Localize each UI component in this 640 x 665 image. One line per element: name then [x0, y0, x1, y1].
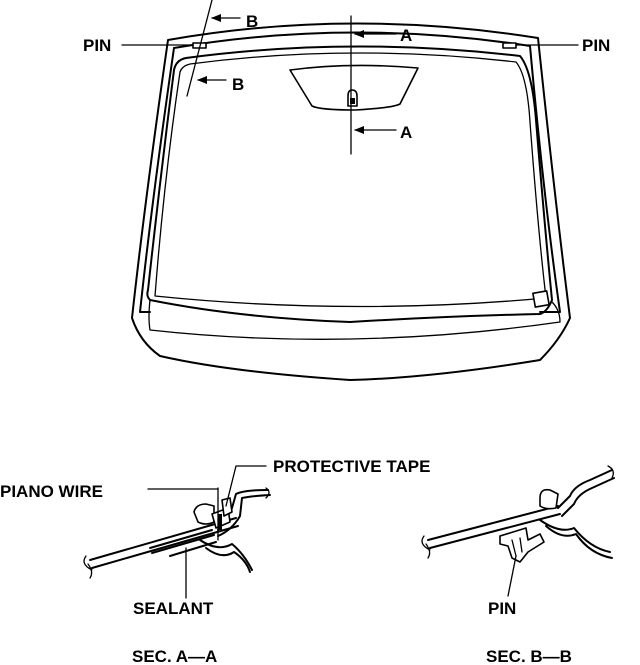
section-b-label-bottom: B	[232, 75, 244, 94]
windshield-molding-line	[173, 31, 561, 313]
pin-tab-right	[502, 42, 517, 49]
section-a-a-drawing	[83, 487, 271, 579]
pin-left-label: PIN	[83, 36, 111, 55]
section-b-title: SEC. B—B	[486, 647, 572, 665]
windshield-ceramic-border	[146, 45, 553, 323]
mirror-mount-frit	[289, 64, 419, 111]
windshield-glass	[131, 22, 571, 381]
section-a-label-bottom: A	[400, 123, 412, 142]
section-b-molding-clip	[539, 488, 559, 510]
section-b-label-top: B	[246, 12, 258, 31]
sealant-label: SEALANT	[133, 599, 214, 618]
sensor-square	[532, 290, 550, 308]
protective-tape-label: PROTECTIVE TAPE	[273, 457, 430, 476]
section-a-glass	[89, 517, 239, 569]
pin-section-leader	[507, 555, 517, 597]
piano-wire-label: PIANO WIRE	[0, 482, 103, 501]
section-a-molding-clip	[193, 503, 215, 525]
section-a-title: SEC. A—A	[132, 647, 217, 665]
mirror-base-hole	[350, 98, 355, 104]
section-a-label-top: A	[400, 26, 412, 45]
section-b-b-drawing	[421, 465, 615, 563]
section-b-roof-panel	[557, 469, 615, 517]
windshield-outer-edge	[131, 22, 571, 381]
pin-right-label: PIN	[582, 36, 610, 55]
section-b-cut-line	[186, 0, 213, 97]
pin-section-label: PIN	[488, 599, 516, 618]
section-b-pin	[499, 527, 545, 563]
section-b-glass	[427, 505, 561, 549]
protective-tape-leader	[225, 465, 267, 507]
